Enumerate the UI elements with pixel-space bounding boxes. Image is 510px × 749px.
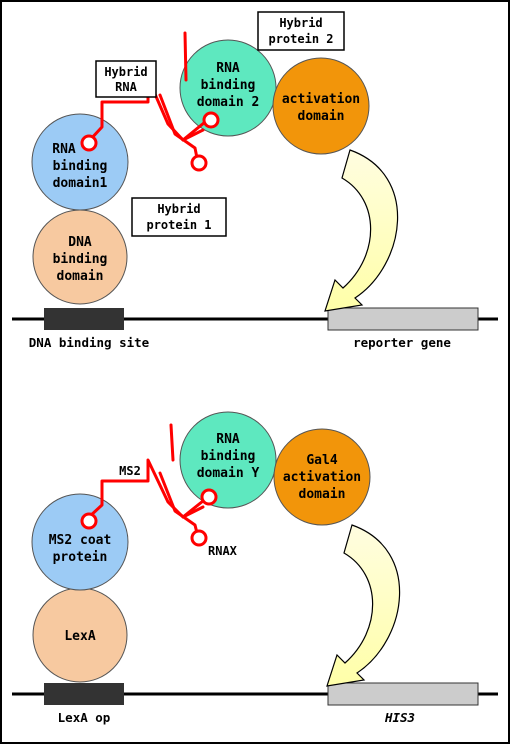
hybrid-protein-1-label-line-2: protein 1 (146, 218, 211, 232)
rna-binding-domain-y-line-2: binding (201, 449, 256, 464)
dna-binding-domain-line-2: binding (53, 252, 108, 267)
rna-binding-domain-y-circle (179, 411, 277, 509)
dna-binding-site-label: DNA binding site (29, 335, 150, 350)
hybrid-rna-label-line-1: Hybrid (104, 65, 147, 79)
ms2-label: MS2 (119, 464, 141, 478)
his3-label: HIS3 (384, 710, 415, 725)
lexa-op-box (44, 683, 124, 705)
rna-hairpin-loop-3 (202, 111, 220, 129)
rna-hairpin-loop-1 (80, 134, 98, 152)
rna-strand-bottom (87, 423, 210, 535)
gal4-activation-domain-line-2: activation (283, 470, 361, 485)
reporter-gene-box (327, 307, 479, 331)
lexa-line-1: LexA (64, 629, 95, 644)
reporter-gene-label: reporter gene (353, 335, 451, 350)
rna-binding-domain-y-line-3: domain Y (197, 466, 260, 481)
ms2-coat-protein-circle (31, 493, 129, 591)
hybrid-protein-2-label-line-1: Hybrid (279, 16, 322, 30)
rna-binding-domain-1-line-1: RNA (52, 142, 76, 157)
ms2-coat-protein-line-2: protein (53, 550, 108, 565)
rna-hairpin-loop-5 (190, 529, 208, 547)
hybrid-rna-label-box (95, 60, 157, 98)
rna-binding-domain-1-line-3: domain1 (53, 176, 108, 191)
dna-binding-site-box (44, 308, 124, 330)
rna-hairpin-loop-4 (80, 512, 98, 530)
his3-box (327, 682, 479, 706)
rna-hairpin-loop-2 (190, 154, 208, 172)
top-panel: Hybrid RNA Hybrid protein 2 Hybrid prote… (12, 11, 498, 350)
hybrid-rna-label-line-2: RNA (115, 80, 137, 94)
gal4-activation-domain-line-3: domain (299, 487, 346, 502)
activation-arrow-top (324, 149, 399, 312)
dna-binding-domain-line-1: DNA (68, 235, 92, 250)
activation-domain-line-1: activation (282, 92, 360, 107)
dna-binding-domain-line-3: domain (57, 269, 104, 284)
rna-binding-domain-y-line-1: RNA (216, 432, 240, 447)
rna-binding-domain-2-line-3: domain 2 (197, 95, 260, 110)
activation-arrow-bottom (326, 524, 401, 687)
hybrid-protein-1-label-box (131, 197, 227, 237)
activation-domain-line-2: domain (298, 109, 345, 124)
rna-binding-domain-2-line-2: binding (201, 78, 256, 93)
rna-binding-domain-1-circle (31, 113, 129, 211)
rna-hairpin-loop-6 (200, 488, 218, 506)
hybrid-protein-2-label-line-2: protein 2 (268, 32, 333, 46)
lexa-op-label: LexA op (58, 710, 111, 725)
ms2-coat-protein-line-1: MS2 coat (49, 533, 112, 548)
bottom-panel: MS2 RNAX MS2 coat protein LexA RNA bindi… (12, 411, 498, 725)
gal4-activation-domain-line-1: Gal4 (306, 453, 337, 468)
rnax-label: RNAX (208, 544, 238, 558)
hybrid-protein-1-label-line-1: Hybrid (157, 202, 200, 216)
gal4-activation-domain-circle (273, 428, 371, 526)
hybrid-protein-2-label-box (257, 11, 345, 51)
rna-binding-domain-1-line-2: binding (53, 159, 108, 174)
rna-binding-domain-2-line-1: RNA (216, 61, 240, 76)
activation-domain-circle (272, 57, 370, 155)
